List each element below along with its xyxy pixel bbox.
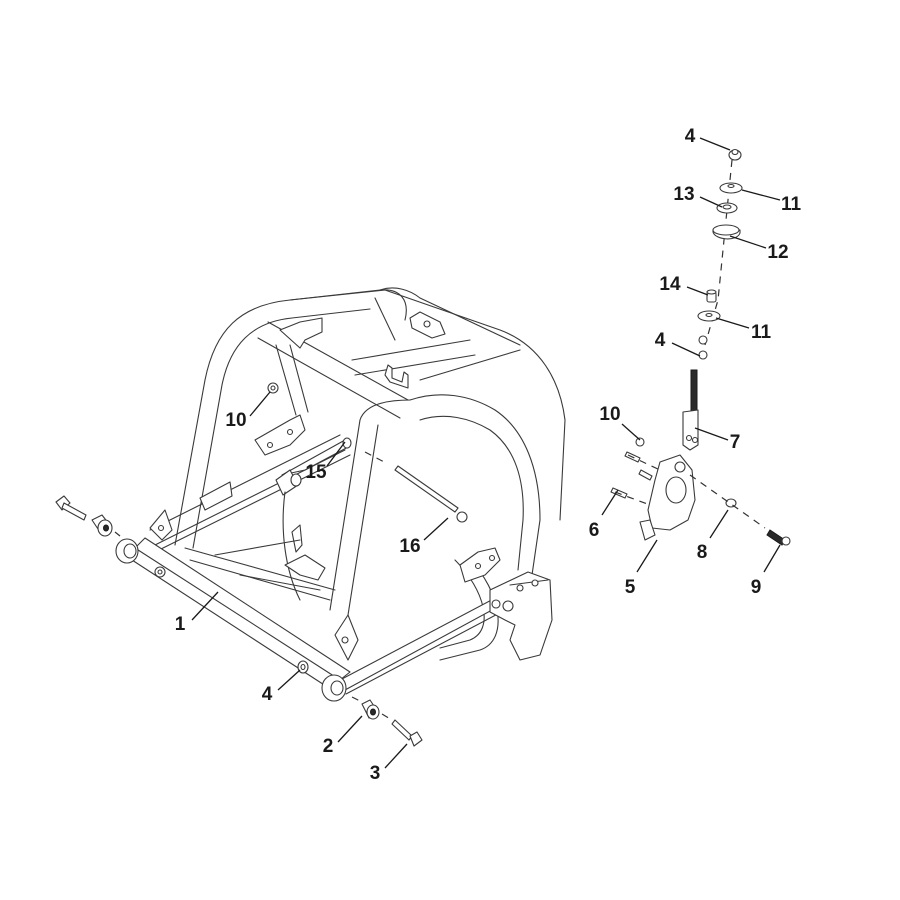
leader-line bbox=[671, 342, 701, 357]
callout-number: 11 bbox=[751, 322, 772, 343]
callout-c4c: 4 bbox=[655, 330, 701, 357]
callout-number: 2 bbox=[323, 736, 334, 757]
callout-number: 4 bbox=[655, 330, 666, 351]
callout-c11a: 11 bbox=[741, 189, 802, 215]
frame-assembly bbox=[115, 287, 566, 702]
leader-line bbox=[191, 591, 219, 621]
callout-number: 14 bbox=[659, 274, 681, 295]
callout-c8: 8 bbox=[697, 509, 729, 563]
callout-c13: 13 bbox=[673, 184, 723, 208]
callout-c2: 2 bbox=[323, 715, 363, 757]
leader-line bbox=[763, 544, 781, 573]
steering-plate-assembly bbox=[610, 437, 791, 546]
leader-line bbox=[621, 423, 641, 441]
callout-c12: 12 bbox=[729, 235, 789, 263]
callout-number: 16 bbox=[399, 536, 420, 557]
leader-line bbox=[699, 196, 723, 208]
callout-number: 3 bbox=[370, 763, 381, 784]
callout-number: 12 bbox=[767, 242, 788, 263]
callout-number: 9 bbox=[751, 577, 762, 598]
callout-number: 13 bbox=[673, 184, 694, 205]
callout-c10b: 10 bbox=[599, 404, 641, 441]
leader-line bbox=[636, 539, 658, 573]
callout-number: 5 bbox=[625, 577, 636, 598]
callout-number: 7 bbox=[730, 432, 741, 453]
leader-line bbox=[277, 669, 301, 691]
callout-c4a: 4 bbox=[262, 669, 301, 705]
callout-c14: 14 bbox=[659, 274, 709, 296]
callout-number: 15 bbox=[305, 462, 327, 483]
callout-c1: 1 bbox=[175, 591, 219, 635]
mount-stack bbox=[682, 148, 743, 451]
leader-line bbox=[729, 235, 767, 249]
callout-c4b: 4 bbox=[685, 126, 731, 151]
leader-line bbox=[337, 715, 363, 743]
callout-number: 11 bbox=[781, 194, 802, 215]
callout-number: 10 bbox=[225, 410, 246, 431]
callout-c3: 3 bbox=[370, 743, 408, 784]
callout-c7: 7 bbox=[694, 427, 741, 453]
leader-line bbox=[709, 509, 729, 539]
left-pivot-hardware bbox=[55, 495, 166, 578]
callout-number: 8 bbox=[697, 542, 708, 563]
cage-hardware bbox=[267, 382, 468, 523]
leader-line bbox=[741, 189, 781, 201]
leader-line bbox=[715, 317, 750, 329]
callout-number: 6 bbox=[589, 520, 600, 541]
leader-line bbox=[423, 517, 449, 541]
callout-c11b: 11 bbox=[715, 317, 772, 343]
callout-c10a: 10 bbox=[225, 391, 271, 431]
callout-c15: 15 bbox=[305, 441, 346, 483]
callout-c6: 6 bbox=[589, 489, 619, 541]
leader-line bbox=[601, 489, 619, 516]
leader-line bbox=[686, 286, 709, 296]
lower-right-hardware bbox=[297, 660, 423, 747]
leader-line bbox=[249, 391, 271, 417]
callout-number: 1 bbox=[175, 614, 186, 635]
callout-number: 4 bbox=[262, 684, 273, 705]
callout-c9: 9 bbox=[751, 544, 781, 598]
leader-line bbox=[326, 441, 346, 467]
leader-line bbox=[699, 137, 731, 151]
callout-number: 4 bbox=[685, 126, 696, 147]
callout-number: 10 bbox=[599, 404, 620, 425]
callout-c16: 16 bbox=[399, 517, 449, 557]
leader-line bbox=[694, 427, 729, 441]
callout-c5: 5 bbox=[625, 539, 658, 598]
leader-line bbox=[384, 743, 408, 769]
